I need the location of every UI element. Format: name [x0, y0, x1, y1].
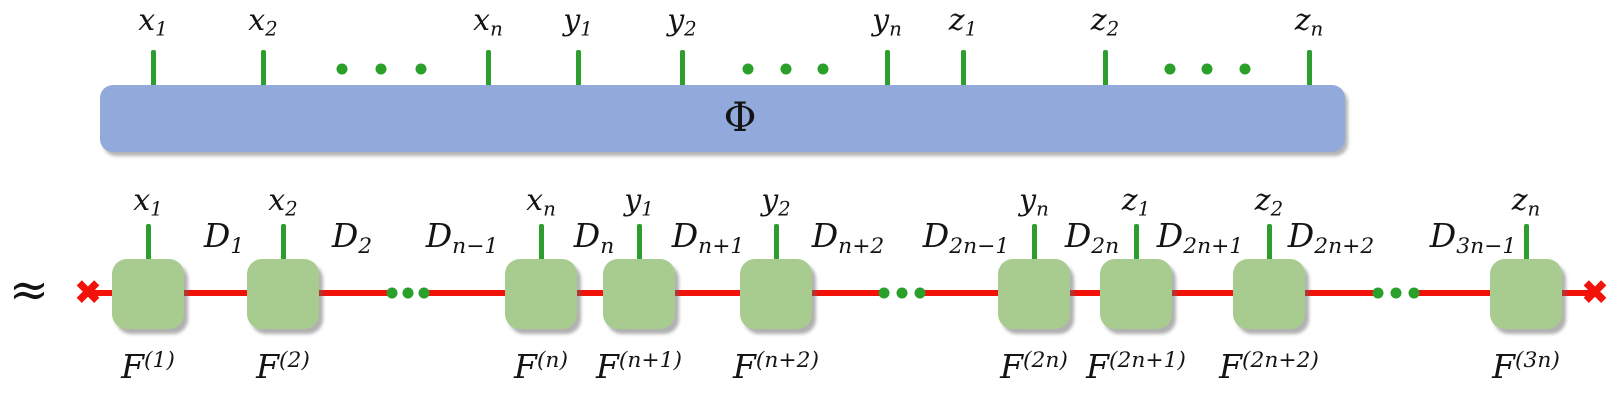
- site-tensor-(2n): [998, 259, 1070, 329]
- phi-ellipsis-dot-1-1: [780, 63, 792, 75]
- bond-dim-label-D3n−1: D3n−1: [1429, 216, 1517, 260]
- phi-leg-y2: [679, 50, 685, 87]
- site-leg-label-z1: z1: [1121, 183, 1151, 221]
- site-tensor-(3n): [1490, 259, 1562, 329]
- site-tensor-label-(2): F(2): [256, 347, 310, 386]
- phi-ellipsis-dot-1-0: [742, 63, 754, 75]
- site-leg-label-z2: z2: [1254, 183, 1284, 221]
- phi-ellipsis-dot-2-2: [1239, 63, 1251, 75]
- site-tensor-label-(2n+2): F(2n+2): [1219, 347, 1319, 386]
- phi-tensor-label: Φ: [723, 95, 757, 141]
- bond-line: [88, 290, 1595, 296]
- site-leg-label-zn: zn: [1511, 183, 1541, 221]
- bond-dim-label-D2n+2: D2n+2: [1287, 216, 1375, 260]
- site-leg-label-xn: xn: [526, 183, 556, 221]
- phi-leg-x2: [260, 50, 266, 87]
- bond-ellipsis-dot-1-2: [914, 287, 926, 299]
- site-tensor-label-(2n+1): F(2n+1): [1086, 347, 1186, 386]
- site-tensor-(2n+2): [1233, 259, 1305, 329]
- site-leg-label-x2: x2: [268, 183, 298, 221]
- bond-ellipsis-dot-2-0: [1372, 287, 1384, 299]
- site-leg-x2: [280, 224, 286, 262]
- phi-leg-x1: [150, 50, 156, 87]
- bond-dim-label-D2: D2: [331, 216, 373, 260]
- site-tensor-label-(n+1): F(n+1): [596, 347, 682, 386]
- bond-dim-label-D2n: D2n: [1064, 216, 1120, 260]
- site-leg-label-y2: y2: [761, 183, 791, 221]
- site-leg-label-yn: yn: [1019, 183, 1049, 221]
- boundary-x-right: ✖: [1580, 273, 1610, 313]
- bond-dim-label-D2n+1: D2n+1: [1156, 216, 1244, 260]
- phi-leg-label-y1: y1: [563, 3, 593, 41]
- bond-ellipsis-dot-2-1: [1390, 287, 1402, 299]
- site-tensor-label-(1): F(1): [121, 347, 175, 386]
- phi-ellipsis-dot-2-1: [1201, 63, 1213, 75]
- phi-leg-xn: [485, 50, 491, 87]
- phi-leg-z2: [1102, 50, 1108, 87]
- bond-dim-label-Dn−1: Dn−1: [425, 216, 499, 260]
- bond-dim-label-Dn+1: Dn+1: [671, 216, 745, 260]
- phi-tensor-box: [100, 85, 1345, 152]
- bond-ellipsis-dot-0-2: [418, 287, 430, 299]
- phi-ellipsis-dot-1-2: [817, 63, 829, 75]
- site-leg-y2: [773, 224, 779, 262]
- site-leg-yn: [1031, 224, 1037, 262]
- phi-leg-label-z1: z1: [948, 3, 978, 41]
- phi-ellipsis-dot-2-0: [1164, 63, 1176, 75]
- phi-leg-label-x1: x1: [138, 3, 168, 41]
- bond-dim-label-Dn+2: Dn+2: [811, 216, 885, 260]
- phi-leg-y1: [575, 50, 581, 87]
- site-leg-y1: [636, 224, 642, 262]
- phi-leg-label-xn: xn: [473, 3, 503, 41]
- phi-leg-label-z2: z2: [1090, 3, 1120, 41]
- site-leg-x1: [145, 224, 151, 262]
- site-tensor-(n+2): [740, 259, 812, 329]
- phi-leg-zn: [1306, 50, 1312, 87]
- boundary-x-left: ✖: [73, 273, 103, 313]
- phi-ellipsis-dot-0-0: [336, 63, 348, 75]
- site-tensor-label-(n+2): F(n+2): [733, 347, 819, 386]
- bond-ellipsis-dot-1-1: [896, 287, 908, 299]
- site-tensor-(2n+1): [1100, 259, 1172, 329]
- site-leg-zn: [1523, 224, 1529, 262]
- site-leg-label-y1: y1: [624, 183, 654, 221]
- site-tensor-label-(n): F(n): [514, 347, 568, 386]
- bond-ellipsis-dot-1-0: [878, 287, 890, 299]
- site-tensor-label-(2n): F(2n): [1000, 347, 1068, 386]
- phi-leg-label-y2: y2: [667, 3, 697, 41]
- site-tensor-(n): [505, 259, 577, 329]
- site-tensor-label-(3n): F(3n): [1492, 347, 1560, 386]
- site-tensor-(2): [247, 259, 319, 329]
- phi-leg-yn: [884, 50, 890, 87]
- site-tensor-(n+1): [603, 259, 675, 329]
- approx-symbol: ≈: [8, 262, 50, 318]
- bond-dim-label-Dn: Dn: [573, 216, 615, 260]
- phi-leg-z1: [960, 50, 966, 87]
- site-leg-xn: [538, 224, 544, 262]
- phi-leg-label-x2: x2: [248, 3, 278, 41]
- bond-dim-label-D1: D1: [203, 216, 245, 260]
- bond-ellipsis-dot-0-0: [386, 287, 398, 299]
- bond-ellipsis-dot-0-1: [402, 287, 414, 299]
- bond-dim-label-D2n−1: D2n−1: [922, 216, 1010, 260]
- phi-leg-label-zn: zn: [1294, 3, 1324, 41]
- phi-leg-label-yn: yn: [872, 3, 902, 41]
- site-leg-label-x1: x1: [133, 183, 163, 221]
- site-tensor-(1): [112, 259, 184, 329]
- site-leg-z2: [1266, 224, 1272, 262]
- bond-ellipsis-dot-2-2: [1408, 287, 1420, 299]
- site-leg-z1: [1133, 224, 1139, 262]
- phi-ellipsis-dot-0-2: [415, 63, 427, 75]
- phi-ellipsis-dot-0-1: [375, 63, 387, 75]
